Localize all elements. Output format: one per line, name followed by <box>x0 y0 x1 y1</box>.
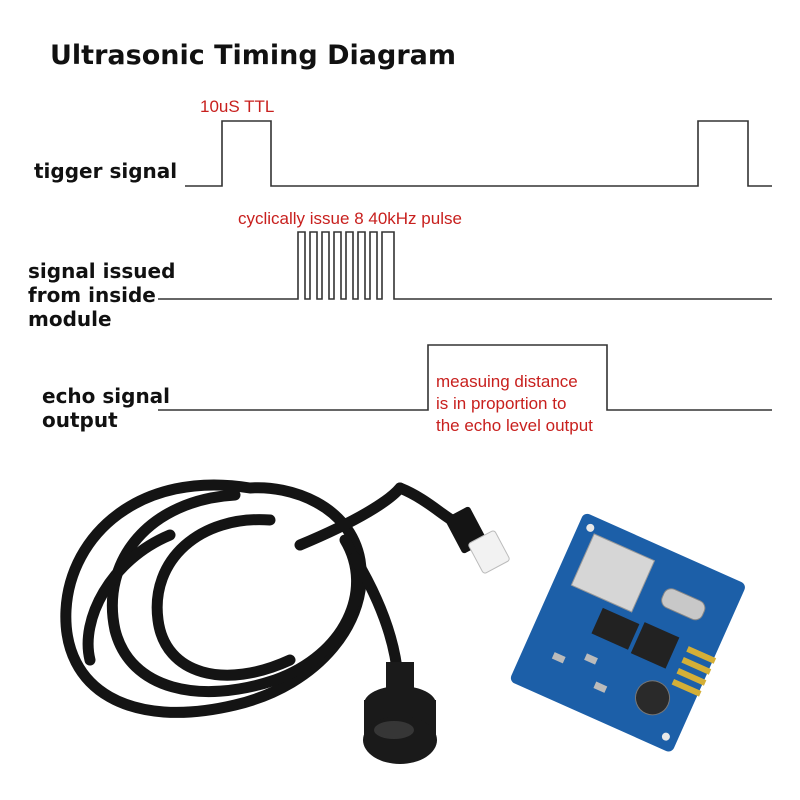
driver-module-image <box>510 513 745 752</box>
echo-annotation-line-1: measuing distance <box>436 372 578 391</box>
ic-chip-1 <box>591 607 640 650</box>
smd-part <box>593 681 608 693</box>
echo-annotation-line-3: the echo level output <box>436 416 593 435</box>
header-pin-4 <box>671 678 702 697</box>
trigger-signal-label: tigger signal <box>34 159 177 183</box>
header-pin-2 <box>681 657 712 675</box>
header-pin-3 <box>676 668 707 686</box>
module-signal-label-line-3: module <box>28 307 112 331</box>
trigger-waveform <box>185 120 772 187</box>
echo-signal-label-line-2: output <box>42 408 118 432</box>
echo-signal-label-line-1: echo signal <box>42 384 170 408</box>
module-signal-row: signal issued from inside module cyclica… <box>28 209 772 331</box>
ic-chip-2 <box>630 622 680 669</box>
crystal-oscillator <box>661 588 706 621</box>
echo-annotation-line-2: is in proportion to <box>436 394 566 413</box>
trigger-annotation: 10uS TTL <box>200 97 274 116</box>
echo-waveform <box>158 344 772 411</box>
smd-part <box>551 652 566 664</box>
module-signal-label-line-1: signal issued <box>28 259 175 283</box>
header-pin-1 <box>686 646 717 664</box>
waterproof-sensor-image <box>60 479 510 764</box>
mount-hole <box>586 523 595 532</box>
mount-hole <box>661 732 670 741</box>
smd-part <box>584 653 598 665</box>
burst-annotation: cyclically issue 8 40kHz pulse <box>238 209 462 228</box>
sensor-head <box>363 662 437 764</box>
diagram-title: Ultrasonic Timing Diagram <box>50 40 456 71</box>
module-signal-label-line-2: from inside <box>28 283 156 307</box>
electrolytic-capacitor <box>635 680 671 716</box>
echo-signal-row: echo signal output measuing distance is … <box>42 344 772 435</box>
cable-connector <box>445 506 510 574</box>
transducer-module <box>570 533 656 613</box>
burst-waveform <box>158 231 772 300</box>
trigger-signal-row: tigger signal 10uS TTL <box>34 97 772 187</box>
